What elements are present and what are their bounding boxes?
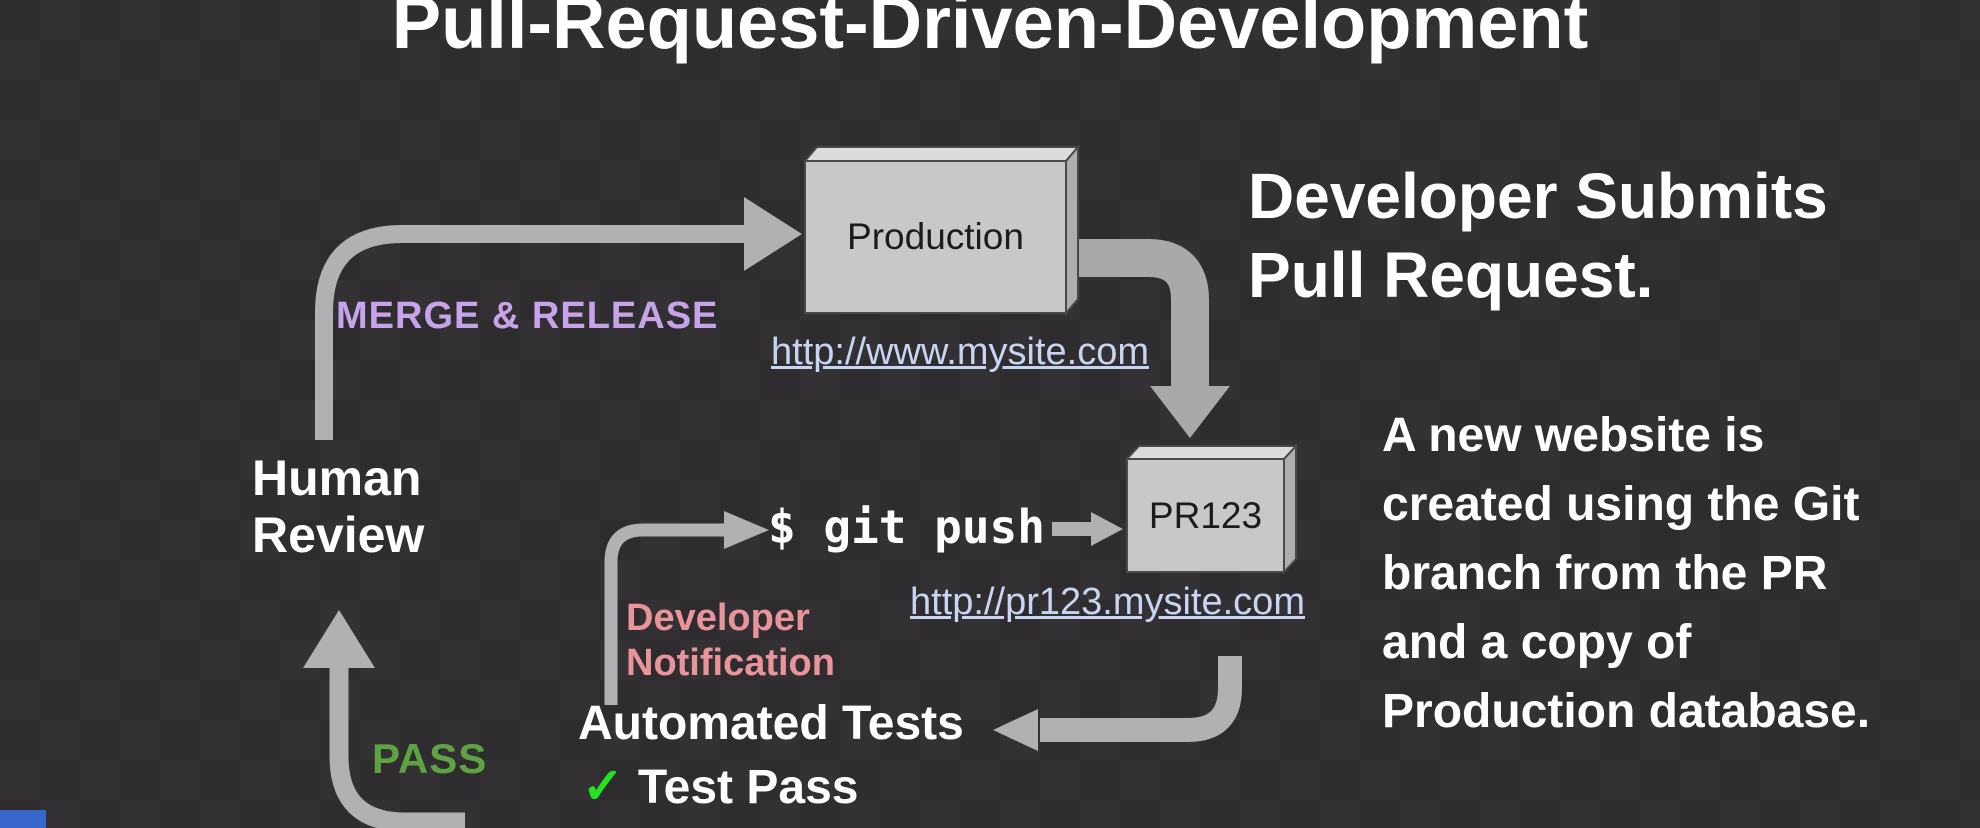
developer-notification-label: Developer Notification [626,597,835,684]
merge-release-arrow [315,197,802,440]
pull-request-arrow [1066,239,1230,438]
automated-tests-label: Automated Tests [578,697,964,750]
pass-arrow [303,610,465,828]
production-url-link[interactable]: http://www.mysite.com [771,331,1149,373]
pr123-url-link[interactable]: http://pr123.mysite.com [910,581,1305,623]
production-box [802,144,1081,316]
human-review-label: Human Review [252,450,425,563]
test-pass-row: ✓ Test Pass [582,760,858,814]
test-pass-label: Test Pass [637,761,859,814]
production-box-label: Production [847,216,1024,257]
pr123-box-label: PR123 [1148,494,1263,536]
slide-title: Pull-Request-Driven-Development [391,0,1589,64]
test-feedback-arrow [993,656,1242,751]
developer-notification-arrow [604,511,769,705]
developer-submits-text: Developer Submits Pull Request. [1248,160,1828,311]
merge-release-label: MERGE & RELEASE [336,295,719,337]
check-icon: ✓ [582,758,624,814]
pass-label: PASS [372,735,488,782]
blue-corner-fragment [0,810,46,828]
pr123-box [1124,443,1299,575]
git-push-command: $ git push [768,500,1045,554]
website-note-text: A new website is created using the Git b… [1382,409,1871,738]
git-push-to-pr-arrow [1052,512,1123,546]
